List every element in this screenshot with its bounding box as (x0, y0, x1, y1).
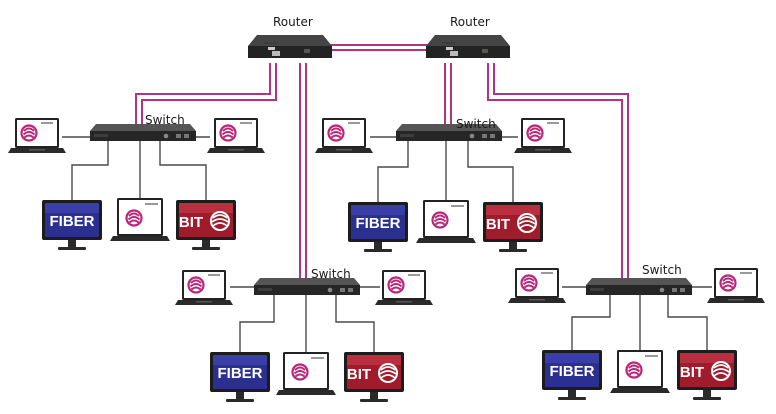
router-2: FIBERBIT Router (426, 15, 510, 58)
router-tag: FIBERBIT (442, 41, 456, 45)
laptop (315, 118, 373, 153)
monitor-bit: BIT (343, 351, 405, 403)
svg-text:FIBER: FIBER (356, 215, 401, 232)
laptop (175, 270, 233, 305)
device-links (62, 136, 712, 357)
svg-text:BIT: BIT (179, 214, 203, 231)
switch-2: Switch (396, 117, 502, 141)
laptop (276, 352, 336, 395)
switch-label: Switch (456, 117, 496, 131)
monitor-fiber: FIBER (542, 350, 602, 400)
switch-3: Switch (254, 267, 360, 295)
laptop (610, 350, 670, 393)
laptop (375, 270, 433, 305)
svg-text:FIBER: FIBER (550, 363, 595, 380)
switch-4: Switch (586, 263, 692, 295)
switch-1: Switch (90, 113, 196, 141)
laptop (707, 268, 765, 303)
monitor-fiber: FIBER (210, 352, 270, 402)
switch-label: Switch (642, 263, 682, 277)
laptop (110, 198, 170, 241)
monitor-bit: BIT (482, 201, 544, 253)
laptop (508, 268, 566, 303)
router-tag: FIBERBIT (264, 41, 278, 45)
laptop (207, 118, 265, 153)
monitor-fiber: FIBER (42, 200, 102, 250)
router-1: FIBERBIT Router (248, 15, 332, 58)
laptop (514, 118, 572, 153)
uplink-links (135, 44, 629, 280)
svg-text:FIBER: FIBER (50, 213, 95, 230)
switch-label: Switch (311, 267, 351, 281)
laptop (416, 200, 476, 243)
monitor-bit: BIT (175, 199, 237, 251)
svg-text:FIBER: FIBER (218, 365, 263, 382)
switch-label: Switch (145, 113, 185, 127)
monitor-bit: BIT (676, 349, 738, 401)
svg-text:BIT: BIT (347, 366, 371, 383)
laptop (8, 118, 66, 153)
monitor-fiber: FIBER (348, 202, 408, 252)
svg-text:BIT: BIT (680, 364, 704, 381)
router-label: Router (273, 15, 313, 29)
router-label: Router (450, 15, 490, 29)
svg-text:BIT: BIT (486, 216, 510, 233)
